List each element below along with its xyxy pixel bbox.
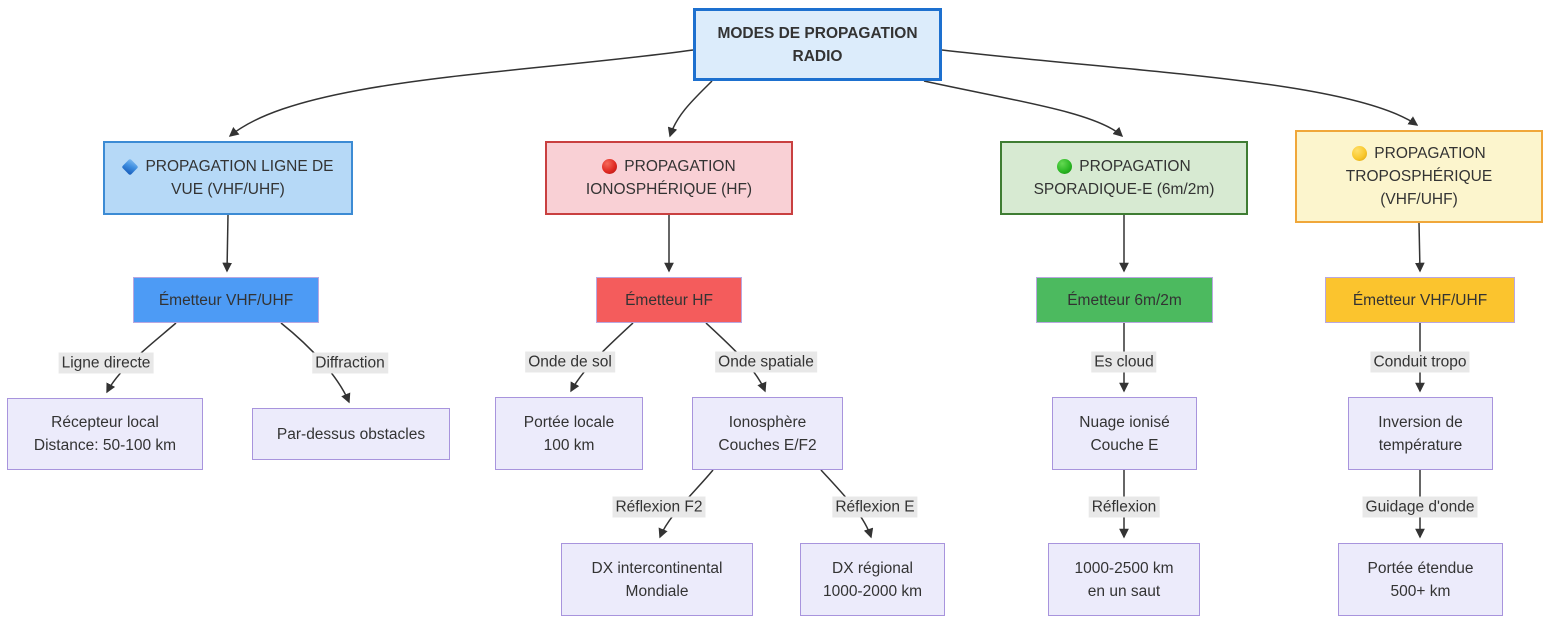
edge-label-conduit-tropo: Conduit tropo (1370, 351, 1470, 373)
edge-label-ligne-directe: Ligne directe (58, 352, 154, 374)
node-label: en un saut (1087, 582, 1161, 600)
edge-tropo-to-tx (1414, 222, 1425, 273)
node-dx-regional: DX régional 1000-2000 km (800, 543, 945, 616)
green-circle-icon (1057, 159, 1073, 174)
node-propagation-ionospherique: PROPAGATION IONOSPHÉRIQUE (HF) (545, 141, 793, 215)
node-label: DX régional (832, 559, 913, 577)
edge-root-to-tropo (941, 49, 1419, 126)
node-label: Par-dessus obstacles (276, 425, 426, 443)
node-label: Portée locale (523, 413, 615, 431)
edge-label-guidage-onde: Guidage d'onde (1362, 496, 1478, 518)
node-title-line: (VHF/UHF) (1380, 191, 1458, 208)
node-label: 100 km (543, 436, 595, 454)
node-ionosphere-couches: Ionosphère Couches E/F2 (692, 397, 843, 470)
edge-label-reflexion: Réflexion (1088, 496, 1160, 518)
node-modes-de-propagation-radio: MODES DE PROPAGATION RADIO (693, 8, 942, 81)
node-label: Couche E (1090, 436, 1159, 454)
edge-root-to-los (228, 49, 694, 137)
edge-label-onde-de-sol: Onde de sol (525, 351, 615, 373)
node-emetteur-vhf-uhf-los: Émetteur VHF/UHF (133, 277, 319, 323)
node-label: Portée étendue (1367, 559, 1474, 577)
edge-label-onde-spatiale: Onde spatiale (715, 351, 817, 373)
node-nuage-ionise: Nuage ionisé Couche E (1052, 397, 1197, 470)
node-label: Nuage ionisé (1079, 413, 1170, 431)
node-emetteur-hf: Émetteur HF (596, 277, 742, 323)
node-portee-etendue: Portée étendue 500+ km (1338, 543, 1503, 616)
red-circle-icon (602, 159, 618, 174)
yellow-circle-icon (1352, 146, 1368, 161)
node-1000-2500-km-saut: 1000-2500 km en un saut (1048, 543, 1200, 616)
node-label: Émetteur 6m/2m (1067, 291, 1182, 309)
edge-label-es-cloud: Es cloud (1091, 351, 1157, 373)
node-title-line: IONOSPHÉRIQUE (HF) (585, 181, 753, 198)
node-label: Émetteur VHF/UHF (158, 291, 294, 309)
node-label: DX intercontinental (591, 559, 723, 577)
node-label: Distance: 50-100 km (33, 437, 177, 454)
edge-root-to-iono (667, 80, 713, 138)
node-label: Émetteur VHF/UHF (1352, 291, 1488, 309)
node-title-line: RADIO (792, 47, 843, 65)
edge-los-to-tx (222, 214, 233, 273)
blue-diamond-icon (121, 158, 139, 175)
node-label: Mondiale (625, 582, 689, 600)
node-label: 500+ km (1390, 582, 1451, 600)
node-title-line: PROPAGATION (624, 158, 736, 175)
edge-label-reflexion-f2: Réflexion F2 (612, 496, 706, 518)
node-propagation-tropospherique: PROPAGATION TROPOSPHÉRIQUE (VHF/UHF) (1295, 130, 1543, 223)
node-label: Inversion de (1378, 413, 1463, 431)
node-title-line: TROPOSPHÉRIQUE (1345, 168, 1493, 185)
node-label: Couches E/F2 (718, 436, 817, 454)
node-title-line: PROPAGATION LIGNE DE (145, 158, 334, 175)
node-label: Ionosphère (728, 413, 807, 431)
node-propagation-sporadique-e: PROPAGATION SPORADIQUE-E (6m/2m) (1000, 141, 1248, 215)
node-title-line: SPORADIQUE-E (6m/2m) (1033, 181, 1215, 198)
edge-label-diffraction: Diffraction (312, 352, 388, 374)
node-title-line: PROPAGATION (1374, 145, 1486, 162)
node-emetteur-6m-2m: Émetteur 6m/2m (1036, 277, 1213, 323)
node-title-line: MODES DE PROPAGATION (717, 24, 918, 42)
node-recepteur-local: Récepteur local Distance: 50-100 km (7, 398, 203, 470)
edge-label-reflexion-e: Réflexion E (832, 496, 918, 518)
node-label: 1000-2000 km (822, 582, 923, 600)
node-label: Émetteur HF (625, 291, 713, 309)
node-par-dessus-obstacles: Par-dessus obstacles (252, 408, 450, 460)
node-title-line: VUE (VHF/UHF) (171, 181, 285, 198)
node-title-line: PROPAGATION (1079, 158, 1191, 175)
node-dx-intercontinental: DX intercontinental Mondiale (561, 543, 753, 616)
node-portee-locale: Portée locale 100 km (495, 397, 643, 470)
node-emetteur-vhf-uhf-tropo: Émetteur VHF/UHF (1325, 277, 1515, 323)
node-label: température (1378, 436, 1463, 454)
node-inversion-temperature: Inversion de température (1348, 397, 1493, 470)
node-label: 1000-2500 km (1074, 559, 1174, 577)
node-label: Récepteur local (51, 414, 159, 431)
node-propagation-ligne-de-vue: PROPAGATION LIGNE DE VUE (VHF/UHF) (103, 141, 353, 215)
edge-root-to-sporadic (923, 80, 1124, 137)
